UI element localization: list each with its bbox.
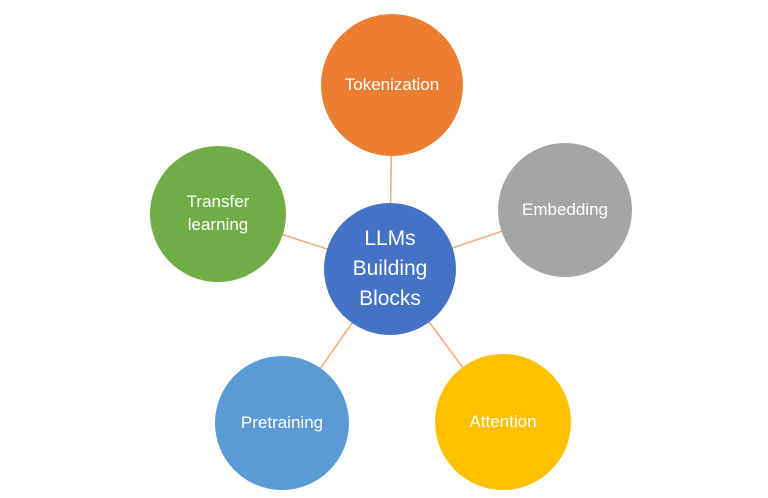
diagram-node-embedding: Embedding	[498, 143, 632, 277]
diagram-node-transfer-learning: Transfer learning	[150, 146, 286, 282]
node-transfer-learning-label: Transfer learning	[186, 192, 250, 234]
node-pretraining-label: Pretraining	[240, 413, 324, 432]
node-embedding-label: Embedding	[521, 200, 608, 219]
diagram-node-tokenization: Tokenization	[321, 14, 463, 156]
node-attention-label: Attention	[469, 412, 537, 431]
diagram-center-label: LLMs Building Blocks	[352, 227, 428, 310]
node-tokenization-label: Tokenization	[344, 75, 440, 94]
diagram-node-pretraining: Pretraining	[215, 356, 349, 490]
diagram-node-attention: Attention	[435, 354, 571, 490]
diagram-node-center: LLMs Building Blocks	[324, 203, 456, 335]
